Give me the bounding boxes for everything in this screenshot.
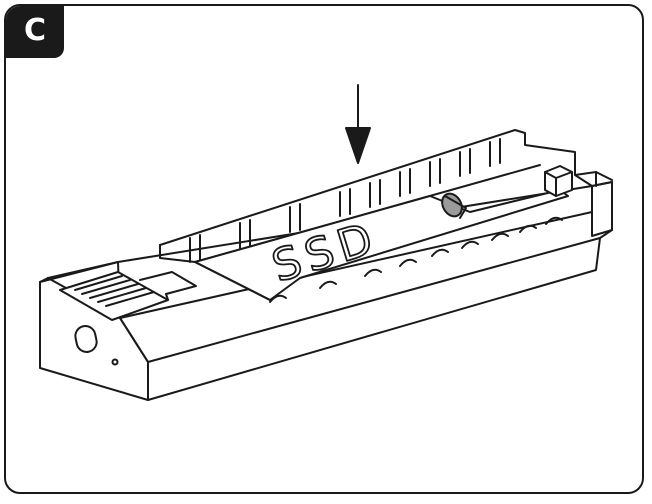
- insert-arrow-icon: [345, 84, 371, 164]
- front-wall-ribs: [269, 216, 563, 303]
- ssd-label: SSD: [266, 212, 384, 292]
- thermal-pad-icon: [441, 192, 467, 219]
- usb-c-port-icon: [74, 325, 98, 353]
- screw-post-icon: [544, 165, 573, 197]
- step-letter: C: [23, 13, 47, 48]
- pull-tab: [59, 271, 197, 321]
- step-badge: C: [6, 6, 64, 58]
- back-wall-ribs: [189, 138, 501, 263]
- led-indicator-icon: [111, 358, 119, 366]
